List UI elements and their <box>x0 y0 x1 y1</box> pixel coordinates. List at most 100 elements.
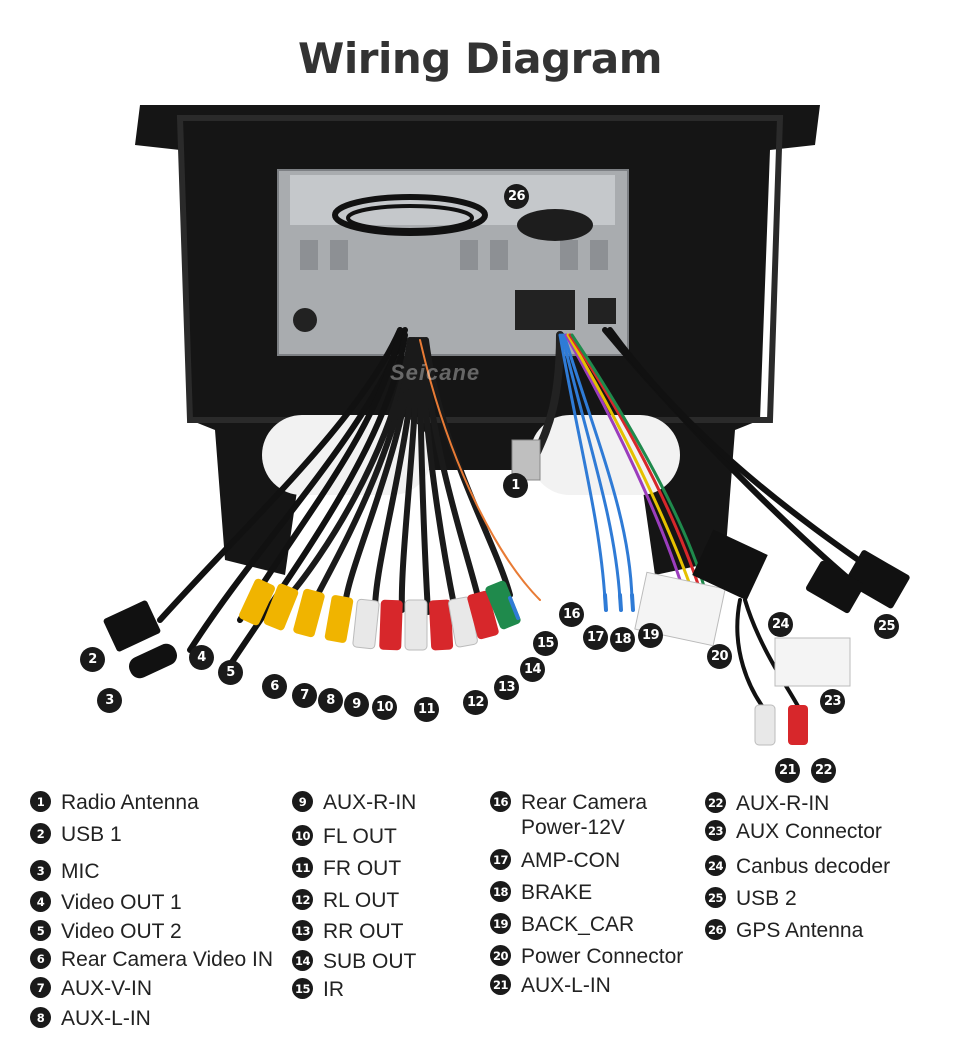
legend-label: AUX-L-IN <box>521 974 611 997</box>
legend-badge: 11 <box>292 857 313 878</box>
callout-badge: 19 <box>638 623 663 648</box>
legend-item: 8 AUX-L-IN <box>30 1006 151 1031</box>
legend-badge: 14 <box>292 950 313 971</box>
usb2-plug-b <box>805 560 865 614</box>
legend-badge: 16 <box>490 791 511 812</box>
legend-badge: 26 <box>705 919 726 940</box>
legend-label: USB 1 <box>61 823 122 846</box>
legend-label: FL OUT <box>323 825 397 848</box>
usb2-plug <box>845 550 910 609</box>
wiring-diagram-illustration <box>103 105 910 746</box>
legend-label: AUX-R-IN <box>736 792 830 815</box>
legend-label: Power Connector <box>521 945 684 968</box>
legend-label: RR OUT <box>323 920 404 943</box>
legend-badge: 24 <box>705 855 726 876</box>
legend-item: 11 FR OUT <box>292 856 401 881</box>
legend-badge: 20 <box>490 945 511 966</box>
callout-badge: 26 <box>504 184 529 209</box>
legend-item: 19 BACK_CAR <box>490 912 634 937</box>
callout-badge: 10 <box>372 695 397 720</box>
legend-item: 21 AUX-L-IN <box>490 973 611 998</box>
legend-badge: 6 <box>30 948 51 969</box>
legend-badge: 9 <box>292 791 313 812</box>
callout-badge: 9 <box>344 692 369 717</box>
legend-label: MIC <box>61 860 100 883</box>
legend-badge: 7 <box>30 977 51 998</box>
callout-badge: 8 <box>318 688 343 713</box>
legend-badge: 25 <box>705 887 726 908</box>
callout-badge: 14 <box>520 657 545 682</box>
legend-badge: 4 <box>30 891 51 912</box>
radio-antenna-port <box>293 308 317 332</box>
legend-badge: 19 <box>490 913 511 934</box>
aux-r-rca <box>788 705 808 745</box>
legend-label: RL OUT <box>323 889 400 912</box>
legend-badge: 5 <box>30 920 51 941</box>
legend-badge: 13 <box>292 920 313 941</box>
callout-badge: 16 <box>559 602 584 627</box>
legend-label: AUX-R-IN <box>323 791 417 814</box>
legend-item: 2 USB 1 <box>30 822 122 847</box>
legend-badge: 1 <box>30 791 51 812</box>
legend-badge: 3 <box>30 860 51 881</box>
legend-item: 14 SUB OUT <box>292 949 416 974</box>
legend-badge: 23 <box>705 820 726 841</box>
aux-l-rca <box>754 704 776 746</box>
page-title: Wiring Diagram <box>298 34 662 83</box>
callout-badge: 20 <box>707 644 732 669</box>
callout-badge: 11 <box>414 697 439 722</box>
gps-antenna-module <box>517 209 593 241</box>
legend-label: Rear Camera Power-12V <box>521 791 648 839</box>
legend-badge: 2 <box>30 823 51 844</box>
frame-inner-border <box>176 115 784 423</box>
legend-label: Radio Antenna <box>61 791 199 814</box>
legend-badge: 21 <box>490 974 511 995</box>
callout-badge: 17 <box>583 625 608 650</box>
callout-badge: 22 <box>811 758 836 783</box>
legend-item: 22 AUX-R-IN <box>705 791 829 816</box>
rca-plugs <box>239 578 521 651</box>
callout-badge: 12 <box>463 690 488 715</box>
callout-badge: 3 <box>97 688 122 713</box>
legend-item: 1 Radio Antenna <box>30 790 199 815</box>
legend-item: 12 RL OUT <box>292 888 399 913</box>
callout-badge: 1 <box>503 473 528 498</box>
watermark-text: Seicane <box>390 360 481 385</box>
main-harness-port <box>515 290 575 330</box>
legend-label: AUX-L-IN <box>61 1007 151 1030</box>
legend-badge: 8 <box>30 1007 51 1028</box>
legend-badge: 10 <box>292 825 313 846</box>
callout-badge: 24 <box>768 612 793 637</box>
chassis-vents <box>300 240 608 270</box>
wire-tips <box>508 593 635 620</box>
legend-label: Video OUT 2 <box>61 920 182 943</box>
legend-label: BACK_CAR <box>521 913 635 936</box>
callout-badge: 7 <box>292 683 317 708</box>
legend-item: 9 AUX-R-IN <box>292 790 416 815</box>
callout-badge: 23 <box>820 689 845 714</box>
callout-badge: 4 <box>189 645 214 670</box>
callout-badge: 2 <box>80 647 105 672</box>
canbus-decoder <box>692 529 768 601</box>
legend-item: 10 FL OUT <box>292 824 397 849</box>
legend-label: Canbus decoder <box>736 855 891 878</box>
callout-badge: 13 <box>494 675 519 700</box>
legend-label: FR OUT <box>323 857 402 880</box>
legend-label: AUX-V-IN <box>61 977 153 1000</box>
legend-badge: 22 <box>705 792 726 813</box>
legend-badge: 17 <box>490 849 511 870</box>
legend-badge: 12 <box>292 889 313 910</box>
legend-label: SUB OUT <box>323 950 417 973</box>
ac-control-cutout-right <box>530 415 680 495</box>
legend-item: 20 Power Connector <box>490 944 683 969</box>
legend-label: Video OUT 1 <box>61 891 182 914</box>
legend-badge: 15 <box>292 978 313 999</box>
usb-port <box>588 298 616 324</box>
callout-badge: 6 <box>262 674 287 699</box>
cable-bundle <box>157 327 883 712</box>
